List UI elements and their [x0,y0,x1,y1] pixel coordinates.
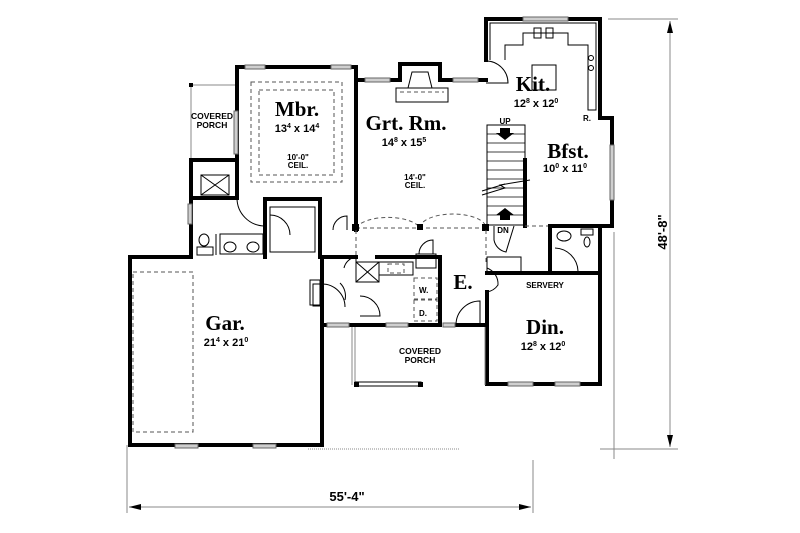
gar-dimensions: 214 x 210 [204,337,249,349]
rear-porch-label-line2: PORCH [197,120,228,130]
stair-up-label: UP [499,117,511,126]
gar-name: Gar. [205,311,244,335]
stair-down-label: DN [497,226,509,235]
rear-covered-porch: COVERED PORCH [189,83,236,160]
bfst-dimensions: 100 x 110 [543,163,587,175]
room-garage: Gar. 214 x 210 [128,255,324,449]
room-entry: W. D. E. [312,230,487,327]
powder-room: SERVERY [485,224,602,290]
mbr-name: Mbr. [275,97,319,121]
mbr-dimensions: 134 x 144 [275,123,320,135]
room-breakfast: Bfst. 100 x 110 [525,116,615,292]
washer-label: W. [419,286,428,295]
din-dimensions: 128 x 120 [521,341,566,353]
kit-dimensions: 128 x 120 [514,98,559,110]
overall-depth-label: 48'-8" [655,214,670,249]
overall-width-label: 55'-4" [329,489,364,504]
dryer-label: D. [419,309,427,318]
room-master-bedroom: Mbr. 134 x 144 10'-0" CEIL. [233,64,358,232]
room-great-room: Grt. Rm. 148 x 155 14'-0" CEIL. [352,62,489,231]
room-kitchen: R. Kit. 128 x 120 [484,16,614,123]
stair-up-arrow-icon [496,128,514,140]
front-covered-porch: COVERED PORCH [320,290,489,387]
servery-label: SERVERY [526,281,564,290]
dimension-width: 55'-4" [126,445,534,513]
master-bath [187,158,348,259]
refrigerator-label: R. [583,114,591,123]
front-porch-label-line1: COVERED [399,346,441,356]
mbr-ceiling-height: 10'-0" [287,153,309,162]
din-name: Din. [526,315,564,339]
grt-rm-ceiling-label: CEIL. [405,181,425,190]
room-dining: Din. 128 x 120 [485,267,602,387]
bfst-name: Bfst. [547,139,588,163]
grt-rm-name: Grt. Rm. [365,111,446,135]
mbr-ceiling-label: CEIL. [288,161,308,170]
entry-name: E. [453,270,472,294]
dimension-depth: 48'-8" [600,18,678,459]
rear-porch-label-line1: COVERED [191,111,233,121]
front-porch-label-line2: PORCH [405,355,436,365]
grt-rm-dimensions: 148 x 155 [382,137,427,149]
staircase: UP DN [481,117,531,253]
kit-name: Kit. [516,72,550,96]
stair-down-arrow-icon [496,208,514,220]
grt-rm-ceiling-height: 14'-0" [404,173,426,182]
